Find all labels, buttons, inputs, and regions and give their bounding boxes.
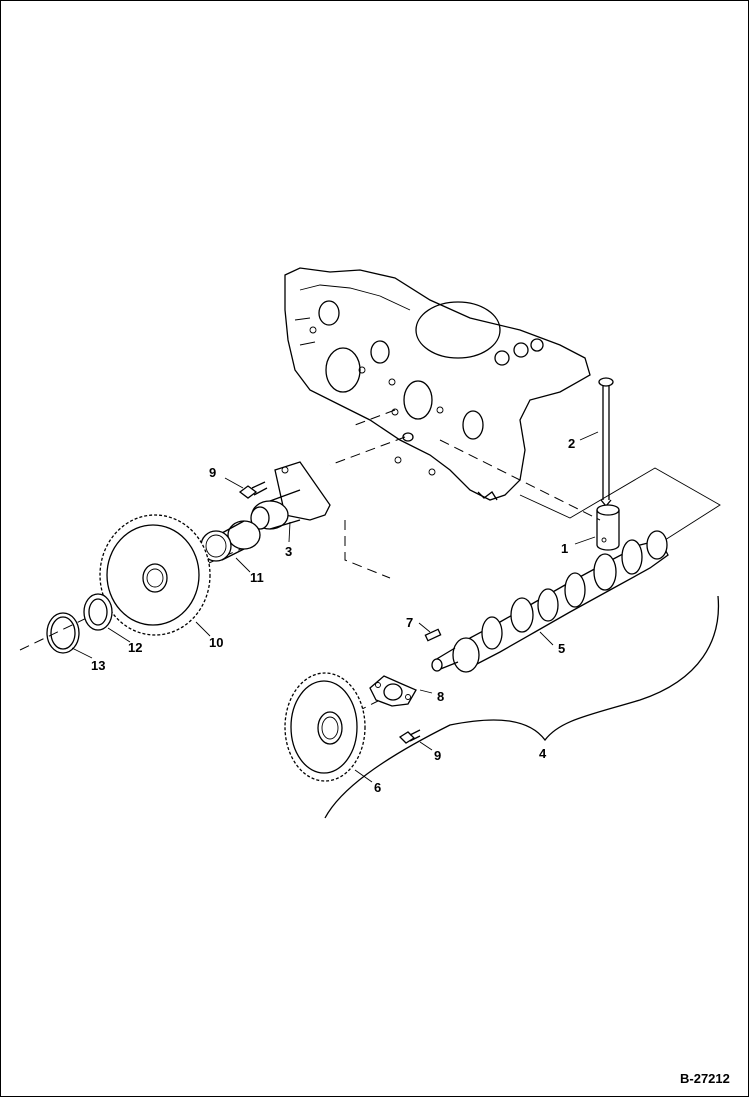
thrust-washer xyxy=(83,593,113,631)
idler-shaft xyxy=(250,461,331,530)
callout-10: 10 xyxy=(209,635,223,650)
callout-8: 8 xyxy=(437,689,444,704)
cam-gear xyxy=(284,672,366,782)
snap-ring xyxy=(46,612,80,654)
callout-12: 12 xyxy=(128,640,142,655)
callouts: 2 1 3 9 11 10 12 13 5 7 8 9 4 6 xyxy=(91,436,575,795)
callout-6: 6 xyxy=(374,780,381,795)
engine-block xyxy=(284,267,591,501)
callout-3: 3 xyxy=(285,544,292,559)
leader-lines xyxy=(71,431,599,783)
thrust-plate xyxy=(369,675,417,707)
assembly-brace xyxy=(324,595,720,819)
tappet xyxy=(596,504,620,551)
callout-9-lower: 9 xyxy=(434,748,441,763)
figure-code: B-27212 xyxy=(680,1071,730,1086)
callout-7: 7 xyxy=(406,615,413,630)
bolt-upper xyxy=(238,481,268,499)
bushing xyxy=(200,520,261,562)
push-rod xyxy=(598,377,614,508)
callout-11: 11 xyxy=(250,570,264,585)
idler-gear xyxy=(99,514,211,636)
bolt-lower xyxy=(398,729,421,744)
callout-13: 13 xyxy=(91,658,105,673)
callout-4: 4 xyxy=(539,746,547,761)
callout-1: 1 xyxy=(561,541,568,556)
callout-2: 2 xyxy=(568,436,575,451)
key xyxy=(424,628,442,642)
callout-5: 5 xyxy=(558,641,565,656)
camshaft xyxy=(431,530,669,673)
callout-9-upper: 9 xyxy=(209,465,216,480)
